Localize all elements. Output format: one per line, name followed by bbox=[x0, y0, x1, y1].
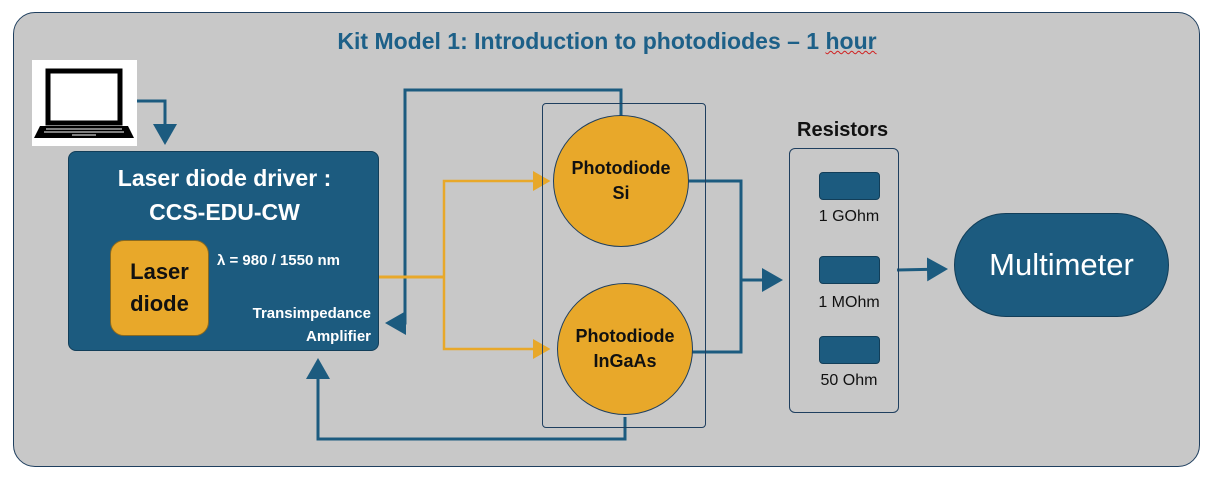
photodiode-ingaas: Photodiode InGaAs bbox=[557, 283, 693, 415]
resistors-to-multimeter-wire bbox=[896, 257, 948, 282]
multimeter-label: Multimeter bbox=[989, 247, 1134, 282]
diagram-title: Kit Model 1: Introduction to photodiodes… bbox=[0, 28, 1214, 55]
resistors-box bbox=[789, 148, 899, 413]
laser-diode-box: Laser diode bbox=[110, 240, 209, 336]
resistor-1gohm bbox=[819, 172, 880, 200]
resistor-1gohm-label: 1 GOhm bbox=[818, 208, 880, 225]
laser-label-line2: diode bbox=[130, 291, 189, 316]
title-main: Kit Model 1: Introduction to photodiodes… bbox=[337, 28, 826, 54]
photodiode-si: Photodiode Si bbox=[553, 115, 689, 247]
driver-title-line2: CCS-EDU-CW bbox=[149, 199, 300, 225]
laptop-icon bbox=[32, 60, 137, 146]
photodiode-ingaas-line1: Photodiode bbox=[575, 326, 675, 346]
si-to-resistors-wire bbox=[688, 179, 743, 354]
laser-label-line1: Laser bbox=[130, 259, 189, 284]
title-tail: hour bbox=[825, 28, 877, 54]
resistor-50ohm-label: 50 Ohm bbox=[820, 372, 878, 389]
laser-to-si-wire bbox=[442, 171, 551, 277]
resistor-50ohm bbox=[819, 336, 880, 364]
wavelength-label: λ = 980 / 1550 nm bbox=[217, 252, 341, 269]
photodiode-si-line1: Photodiode bbox=[571, 158, 671, 178]
resistor-1mohm-label: 1 MOhm bbox=[818, 294, 880, 311]
laser-to-ingaas-wire bbox=[442, 277, 551, 359]
tia-label-line2: Amplifier bbox=[305, 328, 371, 345]
tia-label-line1: Transimpedance bbox=[252, 305, 371, 322]
photodiode-ingaas-line2: InGaAs bbox=[593, 351, 657, 371]
photodiode-si-line2: Si bbox=[612, 183, 630, 203]
driver-title-line1: Laser diode driver : bbox=[117, 165, 332, 191]
ingaas-to-tia-wire bbox=[306, 358, 627, 441]
laptop-to-driver-wire bbox=[137, 99, 177, 145]
resistors-title: Resistors bbox=[797, 119, 889, 141]
tia-label: Transimpedance Amplifier bbox=[253, 302, 371, 348]
resistor-1mohm bbox=[819, 256, 880, 284]
multimeter-box: Multimeter bbox=[954, 213, 1169, 317]
si-to-tia-wire bbox=[385, 88, 623, 335]
photodiode-group-box bbox=[542, 103, 706, 428]
